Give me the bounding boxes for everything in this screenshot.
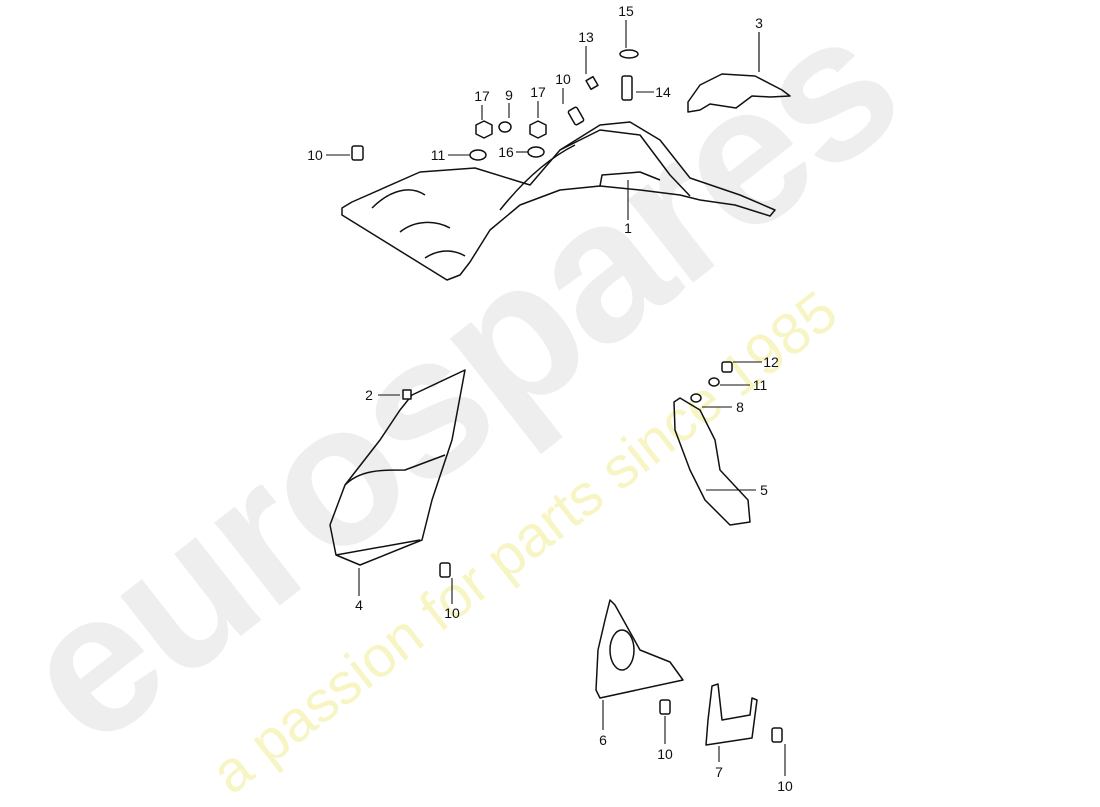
callout-label-c1[interactable]: 1 [624,220,632,236]
callout-label-c10b[interactable]: 10 [555,71,571,87]
callout-label-c17a[interactable]: 17 [474,88,490,104]
callout-label-c8[interactable]: 8 [736,399,744,415]
callout-label-c16[interactable]: 16 [498,144,514,160]
callout-label-c13[interactable]: 13 [578,29,594,45]
callout-label-c9[interactable]: 9 [505,87,513,103]
callout-label-c17b[interactable]: 17 [530,84,546,100]
callout-label-c6[interactable]: 6 [599,732,607,748]
callout-label-c4[interactable]: 4 [355,597,363,613]
callout-label-c7[interactable]: 7 [715,764,723,780]
callout-label-c3[interactable]: 3 [755,15,763,31]
part-3-cover [687,32,791,113]
callout-label-c15[interactable]: 15 [618,3,634,19]
part-4-air-duct [329,369,466,566]
part-6-bracket [595,599,684,699]
callout-label-c10d[interactable]: 10 [657,746,673,762]
part-1-wheel-housing [341,121,776,281]
fasteners [351,49,783,743]
callout-label-c11a[interactable]: 11 [430,147,446,163]
callout-label-c10e[interactable]: 10 [777,778,793,794]
callout-label-c11b[interactable]: 11 [752,377,768,393]
leader-lines [326,20,786,776]
callout-label-c5[interactable]: 5 [760,482,768,498]
callout-label-c14[interactable]: 14 [655,84,671,100]
callout-label-c12[interactable]: 12 [763,354,779,370]
callout-label-c2[interactable]: 2 [365,387,373,403]
part-5-duct [673,397,751,526]
callout-label-c10a[interactable]: 10 [307,147,323,163]
callout-label-c10c[interactable]: 10 [444,605,460,621]
part-7-bracket [705,683,758,746]
